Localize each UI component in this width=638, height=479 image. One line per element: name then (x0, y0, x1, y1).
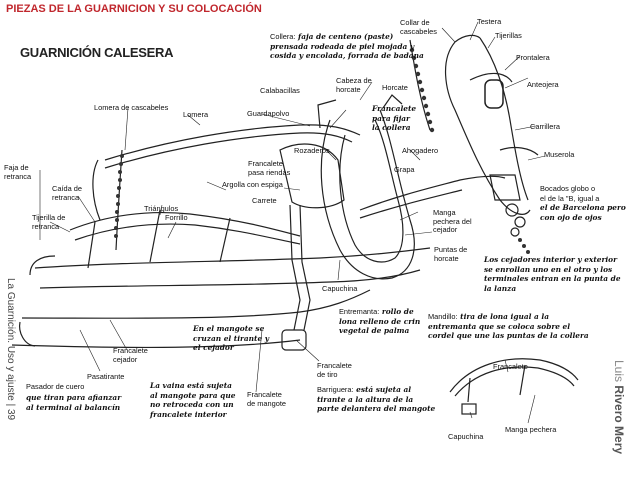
label-triangulos: Triángulos (144, 204, 179, 213)
label-anteojera: Anteojera (527, 80, 559, 89)
collar-inner (339, 119, 404, 263)
page-number: 39 (5, 409, 16, 421)
label-manga-pechera-inset: Manga pechera (505, 425, 557, 434)
label-caida-retranca: Caída de retranca (52, 184, 82, 202)
note-mandilillo-text: tira de lona igual a la entremanta que s… (428, 312, 589, 340)
page-title: PIEZAS DE LA GUARNICION Y SU COLOCACIÓN (6, 3, 262, 15)
label-francalete-pasa-riendas: Francalete pasa riendas (248, 159, 291, 177)
label-carrillera: Carrillera (530, 122, 560, 131)
label-faja-retranca: Faja de retranca (4, 163, 32, 181)
note-vaina: La vaina está sujeta al mangote para que… (150, 381, 236, 419)
saddle-pad (279, 143, 345, 209)
trace-bottom (11, 339, 301, 349)
note-entremanta-text: rollo de lona relleno de crin vegetal de… (339, 307, 421, 335)
reins (359, 175, 506, 211)
note-barriguera: Barriguera: está sujeta al tirante a la … (317, 385, 435, 414)
leader-lines (39, 21, 546, 424)
label-francalete-tiro: Francalete de tiro (317, 361, 352, 379)
trace-middle (39, 269, 421, 289)
label-francalete-mangote: Francalete de mangote (247, 390, 287, 408)
note-pasador: que tiran para afianzar al terminal al b… (26, 393, 122, 412)
label-testera: Testera (477, 17, 502, 26)
note-mandilillo: Mandillo: tira de lona igual a la entrem… (428, 312, 589, 341)
label-forrillo: Forrillo (165, 213, 188, 222)
note-cejadores: Los cejadores interior y exterior se enr… (484, 255, 621, 293)
side-caption-left-text: La Guarnición. Uso y ajuste (5, 278, 16, 401)
label-pasador-cuero: Pasador de cuero (26, 382, 85, 391)
author-first-name: Luis (612, 360, 626, 386)
diagram-subtitle: GUARNICIÓN CALESERA (20, 45, 174, 60)
label-rozaderos: Rozaderos (294, 146, 330, 155)
label-horcate: Horcate (382, 83, 408, 92)
label-capuchina: Capuchina (322, 284, 358, 293)
label-collar-cascabeles: Collar de cascabeles (400, 18, 437, 36)
collar-outer (320, 109, 415, 280)
label-guardapolvo: Guardapolvo (247, 109, 290, 118)
label-francalete-cejador: Francalete cejador (113, 346, 148, 364)
label-muserola: Muserola (544, 150, 575, 159)
label-puntas-horcate: Puntas de horcate (434, 245, 468, 263)
label-pasatirante: Pasatirante (87, 372, 125, 381)
breeching (69, 211, 301, 237)
note-entremanta-prefix: Entremanta: (339, 307, 380, 316)
label-argolla-espiga: Argolla con espiga (222, 180, 283, 189)
note-collera-prefix: Collera: (270, 32, 296, 41)
label-tijerilla-retranca: Tijerilla de retranca (32, 213, 66, 231)
side-caption-left: La Guarnición. Uso y ajuste | 39 (5, 278, 16, 421)
note-francalete-fijar: Francalete para fijar la collera (372, 104, 417, 132)
label-calabacillas: Calabacillas (260, 86, 300, 95)
bridle-headstall (444, 41, 531, 215)
label-capuchina-inset: Capuchina (448, 432, 484, 441)
label-tijerillas: Tijerillas (495, 31, 522, 40)
side-caption-right: Luis Rivero Mery (612, 360, 626, 454)
note-collera: Collera: faja de centeno (paste) prensad… (270, 32, 424, 61)
label-carrete: Carrete (252, 196, 277, 205)
note-entremanta: Entremanta: rollo de lona relleno de cri… (339, 307, 420, 336)
inset-collar (449, 358, 579, 393)
note-collera-text: faja de centeno (paste) prensada rodeada… (270, 32, 424, 60)
note-bocados: Bocados globo o el de la "B, igual a el … (540, 184, 626, 222)
note-barriguera-text: está sujeta al tirante a la altura de la… (317, 385, 436, 413)
label-lomera: Lomera (183, 110, 209, 119)
author-last-name: Rivero Mery (612, 385, 626, 455)
note-bocados-prefix: Bocados globo o el de la "B, igual a (540, 184, 600, 203)
note-barriguera-prefix: Barriguera: (317, 385, 354, 394)
trace-lower (21, 289, 371, 319)
note-mandilillo-prefix: Mandillo: (428, 312, 458, 321)
label-lomera-cascabeles: Lomera de cascabeles (94, 103, 169, 112)
back-strap (104, 124, 361, 161)
label-frontalera: Frontalera (516, 53, 550, 62)
label-ahogadero: Ahogadero (402, 146, 439, 155)
blinker (484, 79, 504, 109)
trace-upper (34, 247, 431, 269)
note-bocados-text: el de Barcelona pero con ojo de ojos (540, 203, 626, 222)
label-grapa: Grapa (394, 165, 415, 174)
label-francalete-inset: Francalete (493, 362, 528, 371)
label-manga-pechera-cejador: Manga pechera del cejador (433, 208, 472, 234)
bell-chains (114, 47, 530, 254)
note-mangote: En el mangote se cruzan el tirante y el … (193, 324, 270, 352)
label-cabeza-horcate: Cabeza de horcate (336, 76, 372, 94)
